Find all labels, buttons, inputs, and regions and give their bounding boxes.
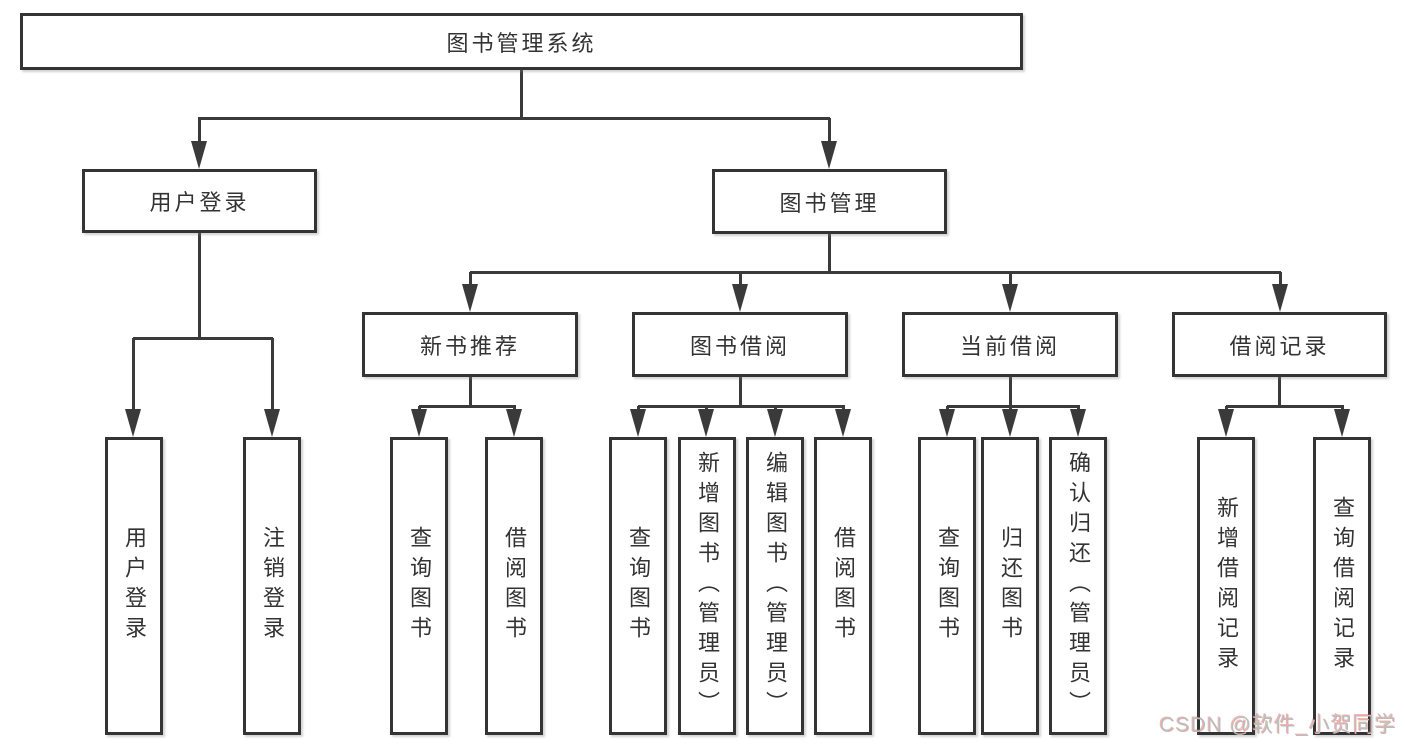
arrow-down-icon [939, 409, 955, 437]
node-user-login: 用户登录 [82, 169, 317, 233]
connector-line-vertical [1277, 377, 1281, 406]
csdn-watermark: CSDN @软件_小贺同学 [1159, 714, 1397, 737]
node-book-borrowing: 图书借阅 [632, 312, 848, 377]
connector-line-vertical [468, 377, 472, 406]
arrow-down-icon [1002, 284, 1018, 312]
arrow-down-icon [125, 409, 141, 437]
node-cb-return-book: 归还图书 [981, 437, 1039, 735]
node-label: 图书管理系统 [446, 30, 597, 56]
node-rec-borrow-book: 借阅图书 [485, 437, 543, 735]
node-label: 新书推荐 [419, 333, 520, 359]
arrow-down-icon [264, 409, 280, 437]
connector-line-vertical [468, 272, 472, 286]
node-logout: 注销登录 [243, 437, 301, 735]
connector-line-vertical [197, 233, 201, 338]
node-label: 查询图书 [407, 526, 432, 646]
arrow-down-icon [821, 141, 837, 169]
connector-line-horizontal [419, 404, 516, 408]
node-label: 借阅图书 [502, 526, 527, 646]
node-system-root: 图书管理系统 [20, 13, 1023, 70]
connector-line-horizontal [470, 270, 1281, 274]
node-label: 借阅图书 [831, 526, 856, 646]
node-label: 注销登录 [260, 526, 285, 646]
node-label: 查询图书 [626, 526, 651, 646]
arrow-down-icon [1070, 409, 1086, 437]
arrow-down-icon [411, 409, 427, 437]
node-cb-query-book: 查询图书 [918, 437, 976, 735]
connector-line-vertical [738, 272, 742, 286]
connector-line-vertical [270, 338, 274, 412]
connector-line-horizontal [133, 336, 273, 340]
arrow-down-icon [462, 284, 478, 312]
node-current-borrowing: 当前借阅 [902, 312, 1118, 377]
connector-line-horizontal [947, 404, 1080, 408]
arrow-down-icon [835, 409, 851, 437]
connector-line-horizontal [198, 116, 830, 120]
node-label: 查询借阅记录 [1330, 496, 1355, 676]
connector-line-vertical [1008, 377, 1012, 406]
node-label: 编辑图书（管理员） [763, 451, 788, 721]
node-label: 新增图书（管理员） [695, 451, 720, 721]
node-label: 查询图书 [935, 526, 960, 646]
arrow-down-icon [732, 284, 748, 312]
node-label: 确认归还（管理员） [1066, 451, 1091, 721]
connector-line-vertical [519, 70, 523, 118]
node-bb-query-book: 查询图书 [609, 437, 667, 735]
connector-line-vertical [1008, 272, 1012, 286]
connector-line-vertical [827, 234, 831, 272]
node-br-query-record: 查询借阅记录 [1313, 437, 1371, 735]
node-label: 新增借阅记录 [1214, 496, 1239, 676]
arrow-down-icon [1272, 284, 1288, 312]
node-user-login-action: 用户登录 [105, 437, 163, 735]
arrow-down-icon [1334, 409, 1350, 437]
node-bb-edit-book-admin: 编辑图书（管理员） [746, 437, 804, 735]
node-bb-borrow-book: 借阅图书 [814, 437, 872, 735]
node-label: 当前借阅 [959, 333, 1060, 359]
node-label: 归还图书 [998, 526, 1023, 646]
node-label: 借阅记录 [1229, 333, 1330, 359]
node-rec-query-book: 查询图书 [390, 437, 448, 735]
connector-line-horizontal [1226, 404, 1344, 408]
node-label: 用户登录 [149, 190, 250, 215]
arrow-down-icon [698, 409, 714, 437]
connector-line-vertical [197, 118, 201, 144]
node-label: 用户登录 [122, 526, 147, 646]
arrow-down-icon [630, 409, 646, 437]
connector-line-vertical [1278, 272, 1282, 286]
node-borrowing-records: 借阅记录 [1172, 312, 1387, 377]
node-label: 图书借阅 [689, 333, 790, 359]
arrow-down-icon [1002, 409, 1018, 437]
node-new-book-recommend: 新书推荐 [362, 312, 578, 377]
connector-line-horizontal [638, 404, 845, 408]
arrow-down-icon [1218, 409, 1234, 437]
node-book-management: 图书管理 [712, 169, 947, 234]
connector-line-vertical [738, 377, 742, 406]
node-label: 图书管理 [779, 190, 880, 216]
node-br-add-record: 新增借阅记录 [1197, 437, 1255, 735]
arrow-down-icon [506, 409, 522, 437]
node-bb-add-book-admin: 新增图书（管理员） [678, 437, 736, 735]
arrow-down-icon [767, 409, 783, 437]
arrow-down-icon [191, 141, 207, 169]
connector-line-vertical [827, 118, 831, 144]
connector-line-vertical [131, 338, 135, 412]
node-cb-confirm-return-admin: 确认归还（管理员） [1049, 437, 1107, 735]
